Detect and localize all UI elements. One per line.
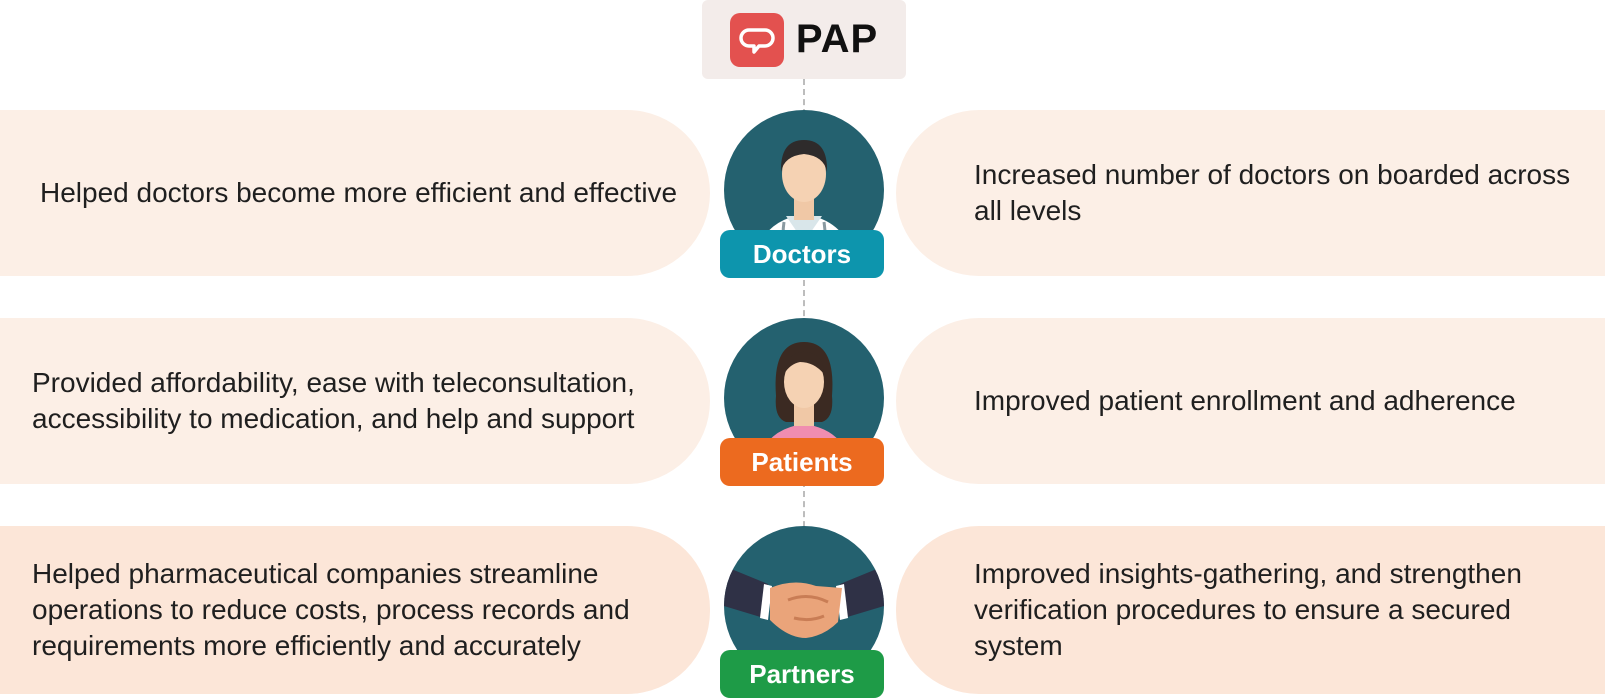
row-partners: Helped pharmaceutical companies streamli…	[0, 526, 1605, 698]
patients-benefit-left: Provided affordability, ease with teleco…	[0, 318, 710, 484]
chat-bubble-logo-icon	[729, 12, 784, 67]
partners-left-text: Helped pharmaceutical companies streamli…	[32, 558, 630, 661]
doctors-benefit-left: Helped doctors become more efficient and…	[0, 110, 710, 276]
doctors-benefit-right: Increased number of doctors on boarded a…	[896, 110, 1605, 276]
brand-name: PAP	[795, 17, 879, 61]
doctors-right-text: Increased number of doctors on boarded a…	[974, 159, 1571, 226]
partners-benefit-right: Improved insights-gathering, and strengt…	[896, 526, 1605, 694]
doctors-label: Doctors	[720, 230, 884, 278]
row-doctors: Helped doctors become more efficient and…	[0, 110, 1605, 278]
brand-logo: PAP	[702, 0, 906, 79]
patients-right-text: Improved patient enrollment and adherenc…	[974, 385, 1516, 416]
partners-benefit-left: Helped pharmaceutical companies streamli…	[0, 526, 710, 694]
patients-left-text: Provided affordability, ease with teleco…	[32, 367, 635, 434]
patients-benefit-right: Improved patient enrollment and adherenc…	[896, 318, 1605, 484]
partners-right-text: Improved insights-gathering, and strengt…	[974, 558, 1522, 661]
doctors-left-text: Helped doctors become more efficient and…	[40, 177, 678, 208]
partners-label: Partners	[720, 650, 884, 698]
row-patients: Provided affordability, ease with teleco…	[0, 318, 1605, 486]
patients-label: Patients	[720, 438, 884, 486]
